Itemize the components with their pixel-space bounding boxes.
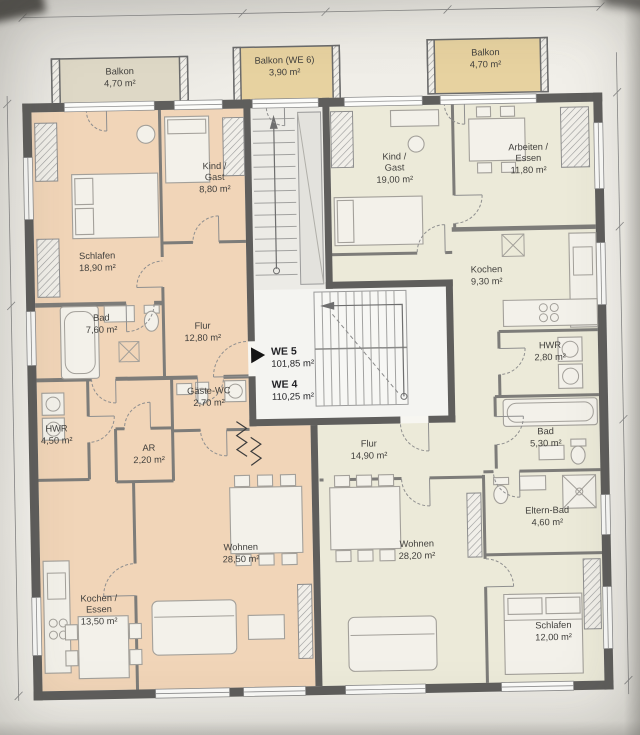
dimension-lines bbox=[3, 2, 633, 701]
staircase bbox=[252, 111, 409, 407]
furniture bbox=[41, 105, 599, 680]
plan-markers bbox=[235, 347, 266, 466]
doors bbox=[85, 104, 526, 597]
windows bbox=[22, 93, 614, 699]
photo-edge-shade-right bbox=[624, 0, 640, 735]
photo-edge-shade-bottom bbox=[0, 721, 640, 735]
closets bbox=[34, 106, 602, 659]
balconies bbox=[50, 36, 549, 106]
